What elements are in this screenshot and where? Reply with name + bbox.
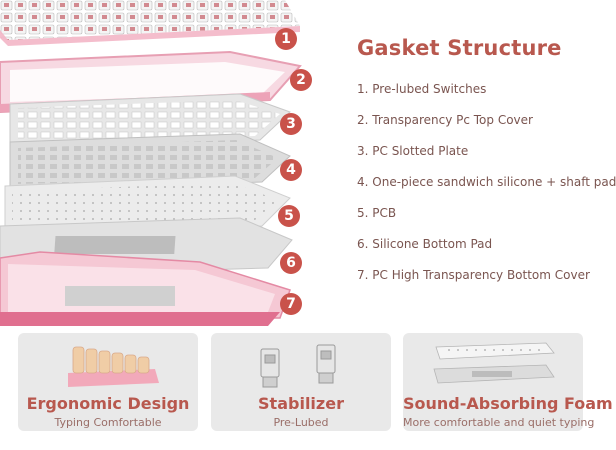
layer-label-1: 1. Pre-lubed Switches (357, 82, 487, 96)
layer-label-2: 2. Transparency Pc Top Cover (357, 113, 533, 127)
layer-badge-7: 7 (280, 293, 302, 315)
feature-title-foam: Sound-Absorbing Foam (403, 394, 613, 413)
layer-label-5: 5. PCB (357, 206, 397, 220)
layer-label-7: 7. PC High Transparency Bottom Cover (357, 268, 590, 282)
foam-layers-image (433, 342, 555, 384)
feature-subtitle-ergonomic: Typing Comfortable (54, 416, 162, 429)
layer-badge-3: 3 (280, 113, 302, 135)
layer-badge-1: 1 (275, 28, 297, 50)
layer-label-6: 6. Silicone Bottom Pad (357, 237, 493, 251)
feature-title-stabilizer: Stabilizer (258, 394, 344, 413)
stabilizer-image (260, 344, 336, 388)
layer-badge-6: 6 (280, 252, 302, 274)
layer-label-3: 3. PC Slotted Plate (357, 144, 469, 158)
layer-badge-2: 2 (290, 69, 312, 91)
layer-label-4: 4. One-piece sandwich silicone + shaft p… (357, 175, 616, 189)
layer-1-switches (0, 0, 300, 46)
feature-card-stabilizer: Stabilizer Pre-Lubed (211, 333, 391, 431)
layer-badge-4: 4 (280, 159, 302, 181)
keycap-row-image (68, 346, 159, 387)
feature-subtitle-foam: More comfortable and quiet typing (403, 416, 595, 429)
feature-card-ergonomic: Ergonomic Design Typing Comfortable (18, 333, 198, 431)
feature-card-foam: Sound-Absorbing Foam More comfortable an… (403, 333, 613, 431)
layer-7-bottom-cover (0, 251, 291, 326)
feature-subtitle-stabilizer: Pre-Lubed (273, 416, 329, 429)
exploded-keyboard-illustration (0, 0, 302, 326)
feature-title-ergonomic: Ergonomic Design (26, 394, 190, 413)
page-title: Gasket Structure (357, 36, 562, 60)
layer-badge-5: 5 (278, 205, 300, 227)
layer-4-silicone-pad (9, 133, 291, 191)
